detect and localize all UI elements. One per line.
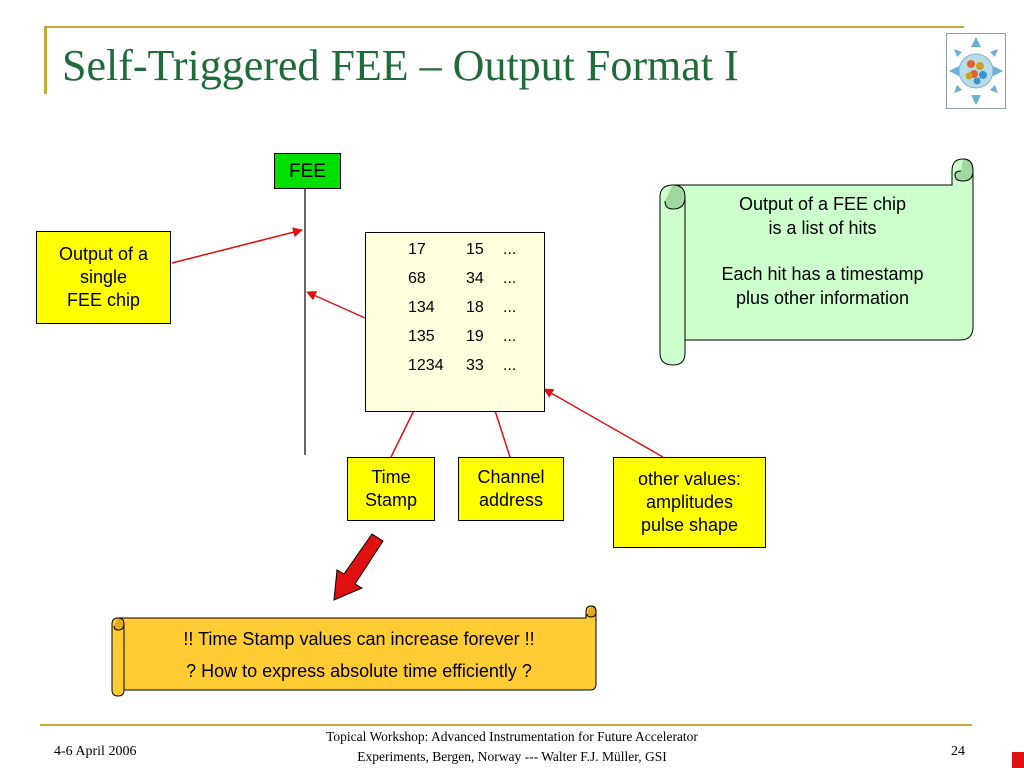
other-cell: ... <box>503 299 517 316</box>
channel-line: Channel <box>477 467 545 487</box>
other-values-line: amplitudes <box>645 492 734 512</box>
hits-table: 17 15 ... 68 34 ... 134 18 ... 135 19 ..… <box>365 232 545 412</box>
other-values-line: other values: <box>637 469 742 489</box>
single-chip-box: Output of a single FEE chip <box>36 231 171 324</box>
channel-cell: 15 <box>466 241 484 258</box>
left-gold-rule <box>44 26 47 94</box>
timestamp-cell: 17 <box>408 241 426 258</box>
red-corner-square <box>1012 752 1024 768</box>
green-callout-line: is a list of hits <box>768 218 877 238</box>
top-gold-rule <box>44 26 964 28</box>
other-cell: ... <box>503 241 517 258</box>
channel-line: address <box>478 490 544 510</box>
channel-cell: 34 <box>466 270 484 287</box>
channel-address-box: Channel address <box>458 457 564 521</box>
channel-cell: 19 <box>466 328 484 345</box>
single-chip-line: Output of a <box>58 244 149 264</box>
time-stamp-line: Time <box>371 467 411 487</box>
other-cell: ... <box>503 328 517 345</box>
fee-box: FEE <box>274 153 341 189</box>
page-number: 24 <box>951 744 965 759</box>
other-values-box: other values: amplitudes pulse shape <box>613 457 766 548</box>
fee-label: FEE <box>289 160 326 182</box>
footer-rule <box>40 724 972 726</box>
arrow-chip-to-axis <box>171 227 303 264</box>
footer-date: 4-6 April 2006 <box>54 744 137 759</box>
orange-callout-line: ? How to express absolute time efficient… <box>186 661 532 681</box>
channel-cell: 33 <box>466 357 484 374</box>
single-chip-line: single <box>79 267 128 287</box>
green-callout-line: Output of a FEE chip <box>738 194 907 214</box>
big-down-arrow <box>333 533 384 601</box>
timestamp-cell: 68 <box>408 270 426 287</box>
single-chip-line: FEE chip <box>66 290 141 310</box>
orange-callout-text: !! Time Stamp values can increase foreve… <box>128 623 590 687</box>
time-stamp-line: Stamp <box>364 490 418 510</box>
time-stamp-box: Time Stamp <box>347 457 435 521</box>
other-values-line: pulse shape <box>640 515 739 535</box>
arrow-table-to-axis <box>306 291 366 319</box>
green-callout-line: Each hit has a timestamp <box>721 264 924 284</box>
timestamp-cell: 1234 <box>408 357 444 374</box>
green-callout-text: Output of a FEE chip is a list of hits E… <box>690 192 955 310</box>
institute-logo <box>946 33 1006 109</box>
footer-line: Experiments, Bergen, Norway --- Walter F… <box>357 749 667 764</box>
orange-callout-line: !! Time Stamp values can increase foreve… <box>183 629 535 649</box>
green-callout-line: plus other information <box>735 288 910 308</box>
other-cell: ... <box>503 357 517 374</box>
timestamp-cell: 135 <box>408 328 435 345</box>
footer-line: Topical Workshop: Advanced Instrumentati… <box>326 729 698 744</box>
channel-cell: 18 <box>466 299 484 316</box>
slide-title: Self-Triggered FEE – Output Format I <box>62 41 739 90</box>
footer-conference: Topical Workshop: Advanced Instrumentati… <box>240 727 784 767</box>
arrow-other-values <box>543 388 664 458</box>
timestamp-cell: 134 <box>408 299 435 316</box>
other-cell: ... <box>503 270 517 287</box>
orange-scroll-callout <box>111 605 597 697</box>
green-scroll-callout <box>659 158 974 366</box>
